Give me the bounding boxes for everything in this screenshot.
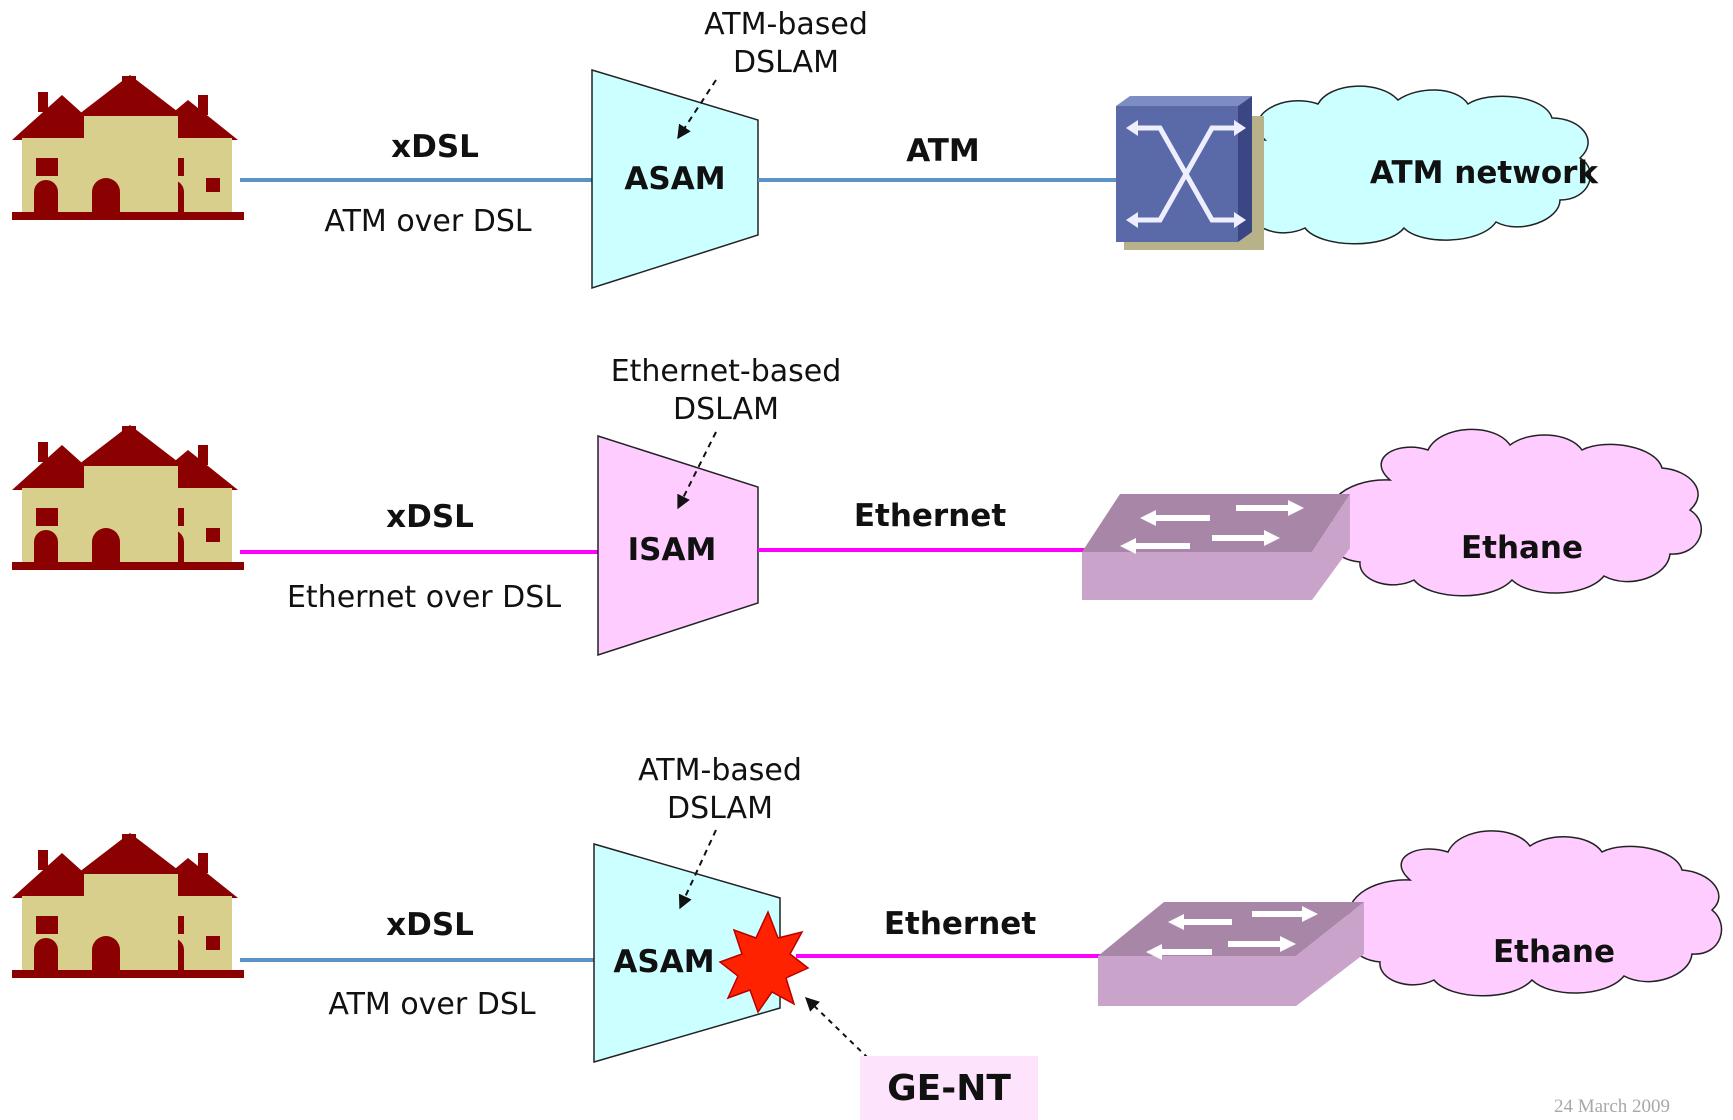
dslam-label: ASAM bbox=[624, 161, 725, 197]
annotation-line-2: DSLAM bbox=[733, 45, 839, 80]
annotation-line-1: Ethernet-based bbox=[611, 354, 842, 389]
annotation-arrow bbox=[677, 79, 717, 140]
annotation-line-2: DSLAM bbox=[667, 791, 773, 826]
gent-arrow bbox=[804, 997, 869, 1059]
gent-label-box: GE-NT bbox=[860, 1056, 1038, 1120]
asam-dslam bbox=[591, 68, 759, 290]
isam-dslam bbox=[597, 434, 759, 657]
houses-icon bbox=[12, 833, 244, 978]
access-sublabel: ATM over DSL bbox=[328, 987, 536, 1022]
cloud-label: Ethane bbox=[1493, 934, 1615, 970]
row-3: xDSL ATM over DSL ASAM ATM-based DSLAM E… bbox=[12, 753, 1723, 1063]
annotation-arrow bbox=[678, 829, 717, 910]
atm-switch-icon bbox=[1116, 96, 1264, 250]
dslam-label: ASAM bbox=[613, 944, 714, 980]
access-sublabel: ATM over DSL bbox=[324, 204, 532, 239]
ethane-cloud bbox=[1328, 428, 1702, 597]
access-sublabel: Ethernet over DSL bbox=[287, 580, 561, 615]
uplink-label: Ethernet bbox=[854, 498, 1006, 534]
houses-icon bbox=[12, 425, 244, 570]
row-2: xDSL Ethernet over DSL ISAM Ethernet-bas… bbox=[12, 354, 1702, 657]
dslam-label: ISAM bbox=[628, 532, 717, 568]
annotation-line-2: DSLAM bbox=[673, 392, 779, 427]
ethernet-switch-icon bbox=[1082, 494, 1350, 600]
annotation-line-1: ATM-based bbox=[638, 753, 802, 788]
access-label: xDSL bbox=[386, 499, 474, 535]
annotation-line-1: ATM-based bbox=[704, 7, 868, 42]
uplink-label: Ethernet bbox=[884, 906, 1036, 942]
access-label: xDSL bbox=[386, 907, 474, 943]
houses-icon bbox=[12, 75, 244, 220]
starburst-icon bbox=[718, 910, 810, 1014]
uplink-label: ATM bbox=[906, 133, 980, 169]
ethernet-switch-icon bbox=[1098, 902, 1364, 1006]
access-label: xDSL bbox=[391, 129, 479, 165]
cloud-label: Ethane bbox=[1461, 530, 1583, 566]
row-1: xDSL ATM over DSL ASAM ATM-based DSLAM A… bbox=[12, 7, 1600, 290]
cloud-label: ATM network bbox=[1370, 155, 1600, 191]
ethane-cloud bbox=[1348, 830, 1723, 997]
gent-label: GE-NT bbox=[887, 1067, 1011, 1109]
asam-dslam bbox=[593, 843, 781, 1063]
footer-date: 24 March 2009 bbox=[1554, 1096, 1670, 1117]
annotation-arrow bbox=[677, 431, 717, 510]
